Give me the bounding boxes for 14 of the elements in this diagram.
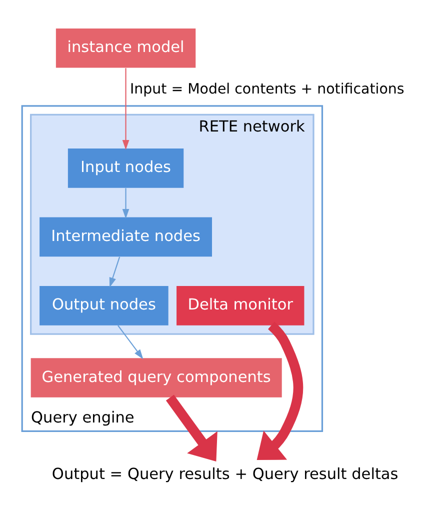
arrow [256,322,303,460]
node-box: Intermediate nodes [39,217,212,257]
arrow [117,325,143,360]
arrow [108,256,120,288]
node-box: Delta monitor [176,286,304,326]
node-box: Input nodes [67,148,184,188]
edge-label: Input = Model contents + notifications [129,81,404,98]
node-box: Generated query components [30,358,282,398]
node-box: instance model [55,28,196,68]
arrow [165,394,217,462]
node-box: Output nodes [39,286,168,326]
arrow [122,68,129,150]
arrow [122,188,129,219]
node-text: Output = Query results + Query result deltas [51,464,398,483]
